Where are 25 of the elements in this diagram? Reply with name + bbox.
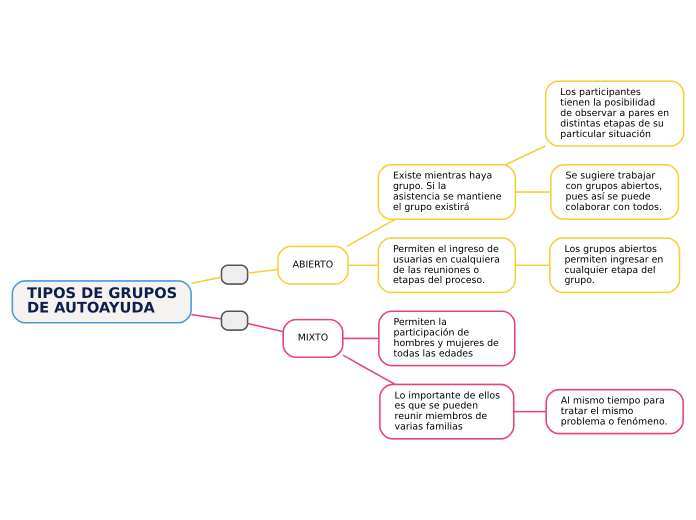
node-box: Los grupos abiertos permiten ingresar en cualquier etapa del grupo. [549, 237, 680, 294]
node-box: Permiten la participación de hombres y mujeres de todas las edades [378, 310, 516, 366]
connector [514, 410, 546, 412]
connector [516, 264, 550, 266]
connector [342, 354, 396, 386]
node-box: Existe mientras haya grupo. Si la asistencia se mantiene el grupo existirá [378, 164, 516, 220]
node-box: Permiten el ingreso de usuarias en cualquiera de las reuniones o etapas del proceso. [378, 237, 516, 294]
connector [191, 314, 222, 320]
node-box: ABIERTO [277, 246, 349, 285]
connector [516, 191, 551, 193]
node-box: Lo importante de ellos es que se pueden reunir miembros de varias familias [379, 384, 515, 440]
connector [505, 145, 546, 166]
node-box: Al mismo tiempo para tratar el mismo problema o fenómeno. [545, 388, 684, 434]
connector [248, 268, 278, 274]
connector [191, 276, 222, 284]
node-box [220, 264, 248, 285]
node-box: TIPOS DE GRUPOS DE AUTOAYUDA [12, 280, 192, 324]
node-box: MIXTO [282, 318, 344, 358]
connector [342, 338, 379, 340]
connector [348, 264, 378, 266]
connector [248, 322, 284, 332]
node-box [220, 310, 248, 331]
node-box: Se sugiere trabajar con grupos abiertos, pues así se puede colaborar con todos. [550, 164, 680, 220]
connector [346, 218, 396, 247]
node-box: Los participantes tienen la posibilidad de observar a pares en distintas etapas de su particular situación [544, 80, 684, 147]
